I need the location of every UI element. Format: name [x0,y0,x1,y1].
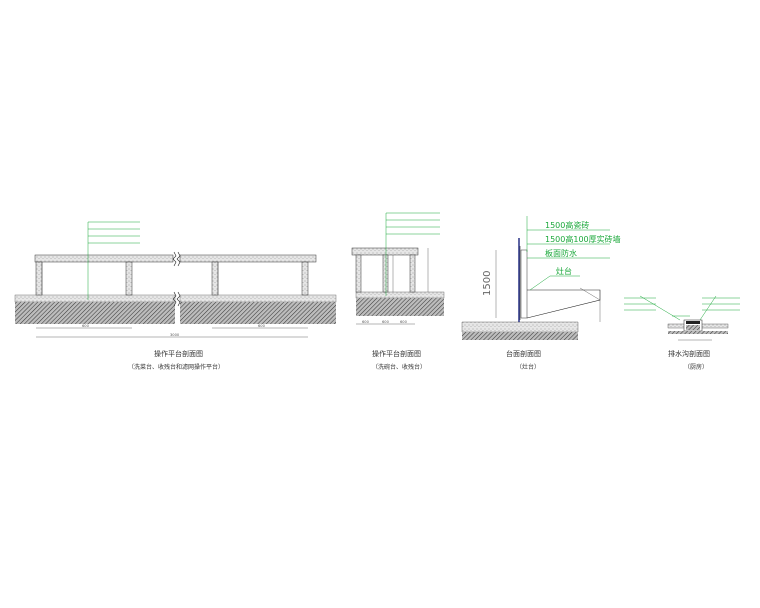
section-caption: 操作平台剖面图 [154,349,203,358]
floor-base [462,332,578,340]
callout-label: 1500高瓷砖 [545,220,589,230]
dimension-label: 3000 [170,333,180,337]
section-caption: 台面剖面图 [506,349,541,358]
break-symbol [176,291,181,307]
dimension-label: 600 [258,324,266,328]
support-leg [301,261,309,296]
leader-line [529,275,551,291]
section-2: 600 600 600 操作平台剖面图 （洗碗台、收残台） [351,212,445,371]
leader-label: 灶台 [556,266,572,276]
break-symbol [172,291,177,307]
section-caption: 操作平台剖面图 [372,349,421,358]
vertical-dimension-label: 1500 [482,271,493,296]
dimension-label: 600 [82,324,90,328]
support-leg [35,261,43,296]
section-subcaption: （洗菜台、收残台和滤网操作平台） [128,363,224,371]
ground-hatch [356,298,444,316]
support-leg [125,261,133,296]
floor-base [668,331,728,334]
callout-label: 板面防水 [545,248,577,258]
counter-base-outline [526,289,601,319]
right-side-line [579,287,601,322]
section-subcaption: （洗碗台、收残台） [372,363,426,371]
support-leg [355,254,362,293]
section-subcaption: （灶台） [516,363,540,371]
counter-slab [179,254,317,263]
dimension-label: 600 [382,320,390,324]
callout-label: 1500高100厚实砖墙 [545,234,621,244]
annotation-leader [639,295,681,321]
ground-hatch [15,302,175,324]
section-4: 排水沟剖面图 （厨房） [624,295,740,371]
tile-wall [520,249,528,319]
floor-slab [461,321,579,333]
ground-hatch [180,302,336,324]
break-symbol [172,251,177,267]
drain-fill [686,325,700,330]
section-subcaption: （厨房） [684,363,708,371]
ground-speckle-strip [179,294,337,303]
support-leg [409,254,416,293]
annotation-leader [699,295,717,321]
counter-slab [34,254,174,263]
support-leg [382,254,389,293]
section-caption: 排水沟剖面图 [668,349,710,358]
dimension-label: 600 [362,320,370,324]
dimension-label: 600 [400,320,408,324]
ground-speckle-strip [14,294,176,303]
section-3: 1500 1500高瓷砖 1500高100厚实砖墙 板面防水 灶台 台面剖面图 … [461,216,621,371]
section-1: 600 600 3000 操作平台剖面图 （洗菜台、收残台和滤网操作平台） [14,221,337,371]
counter-slab [351,247,419,256]
support-leg [211,261,219,296]
ground-speckle-strip [355,291,445,299]
break-symbol [176,251,181,267]
drain-grate [686,321,700,324]
